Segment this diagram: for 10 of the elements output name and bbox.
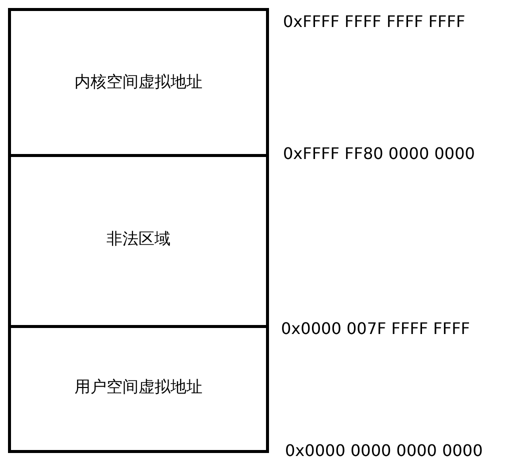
memory-region	[8, 154, 269, 328]
memory-region	[8, 325, 269, 453]
region-label: 用户空间虚拟地址	[74, 377, 202, 398]
region-label: 非法区域	[106, 229, 170, 250]
address-label: 0x0000 0000 0000 0000	[285, 441, 483, 460]
region-label: 内核空间虚拟地址	[74, 72, 202, 93]
address-label: 0xFFFF FFFF FFFF FFFF	[283, 12, 466, 31]
memory-region	[8, 8, 269, 157]
address-label: 0xFFFF FF80 0000 0000	[283, 144, 475, 163]
address-label: 0x0000 007F FFFF FFFF	[281, 319, 470, 338]
